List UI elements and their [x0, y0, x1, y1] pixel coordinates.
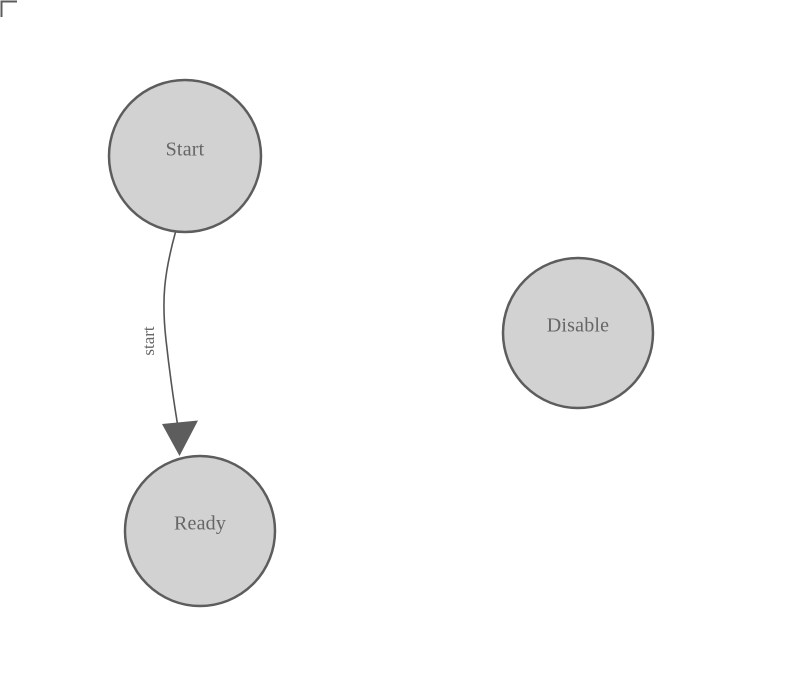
node-ready[interactable]: Ready: [123, 454, 277, 608]
edge-arrowhead-icon: [162, 420, 198, 456]
corner-mark-icon: [0, 0, 17, 17]
node-ready-circle[interactable]: [123, 454, 277, 608]
edge-start-to-ready[interactable]: start: [139, 231, 198, 456]
node-start-circle[interactable]: [107, 78, 263, 234]
node-start-label: Start: [166, 139, 205, 161]
node-disable-label: Disable: [547, 315, 610, 337]
node-ready-label: Ready: [174, 513, 226, 535]
node-start[interactable]: Start: [107, 78, 263, 234]
edge-line: [163, 231, 181, 437]
node-disable-circle[interactable]: [501, 256, 655, 410]
edge-label-start: start: [139, 326, 158, 356]
node-disable[interactable]: Disable: [501, 256, 655, 410]
